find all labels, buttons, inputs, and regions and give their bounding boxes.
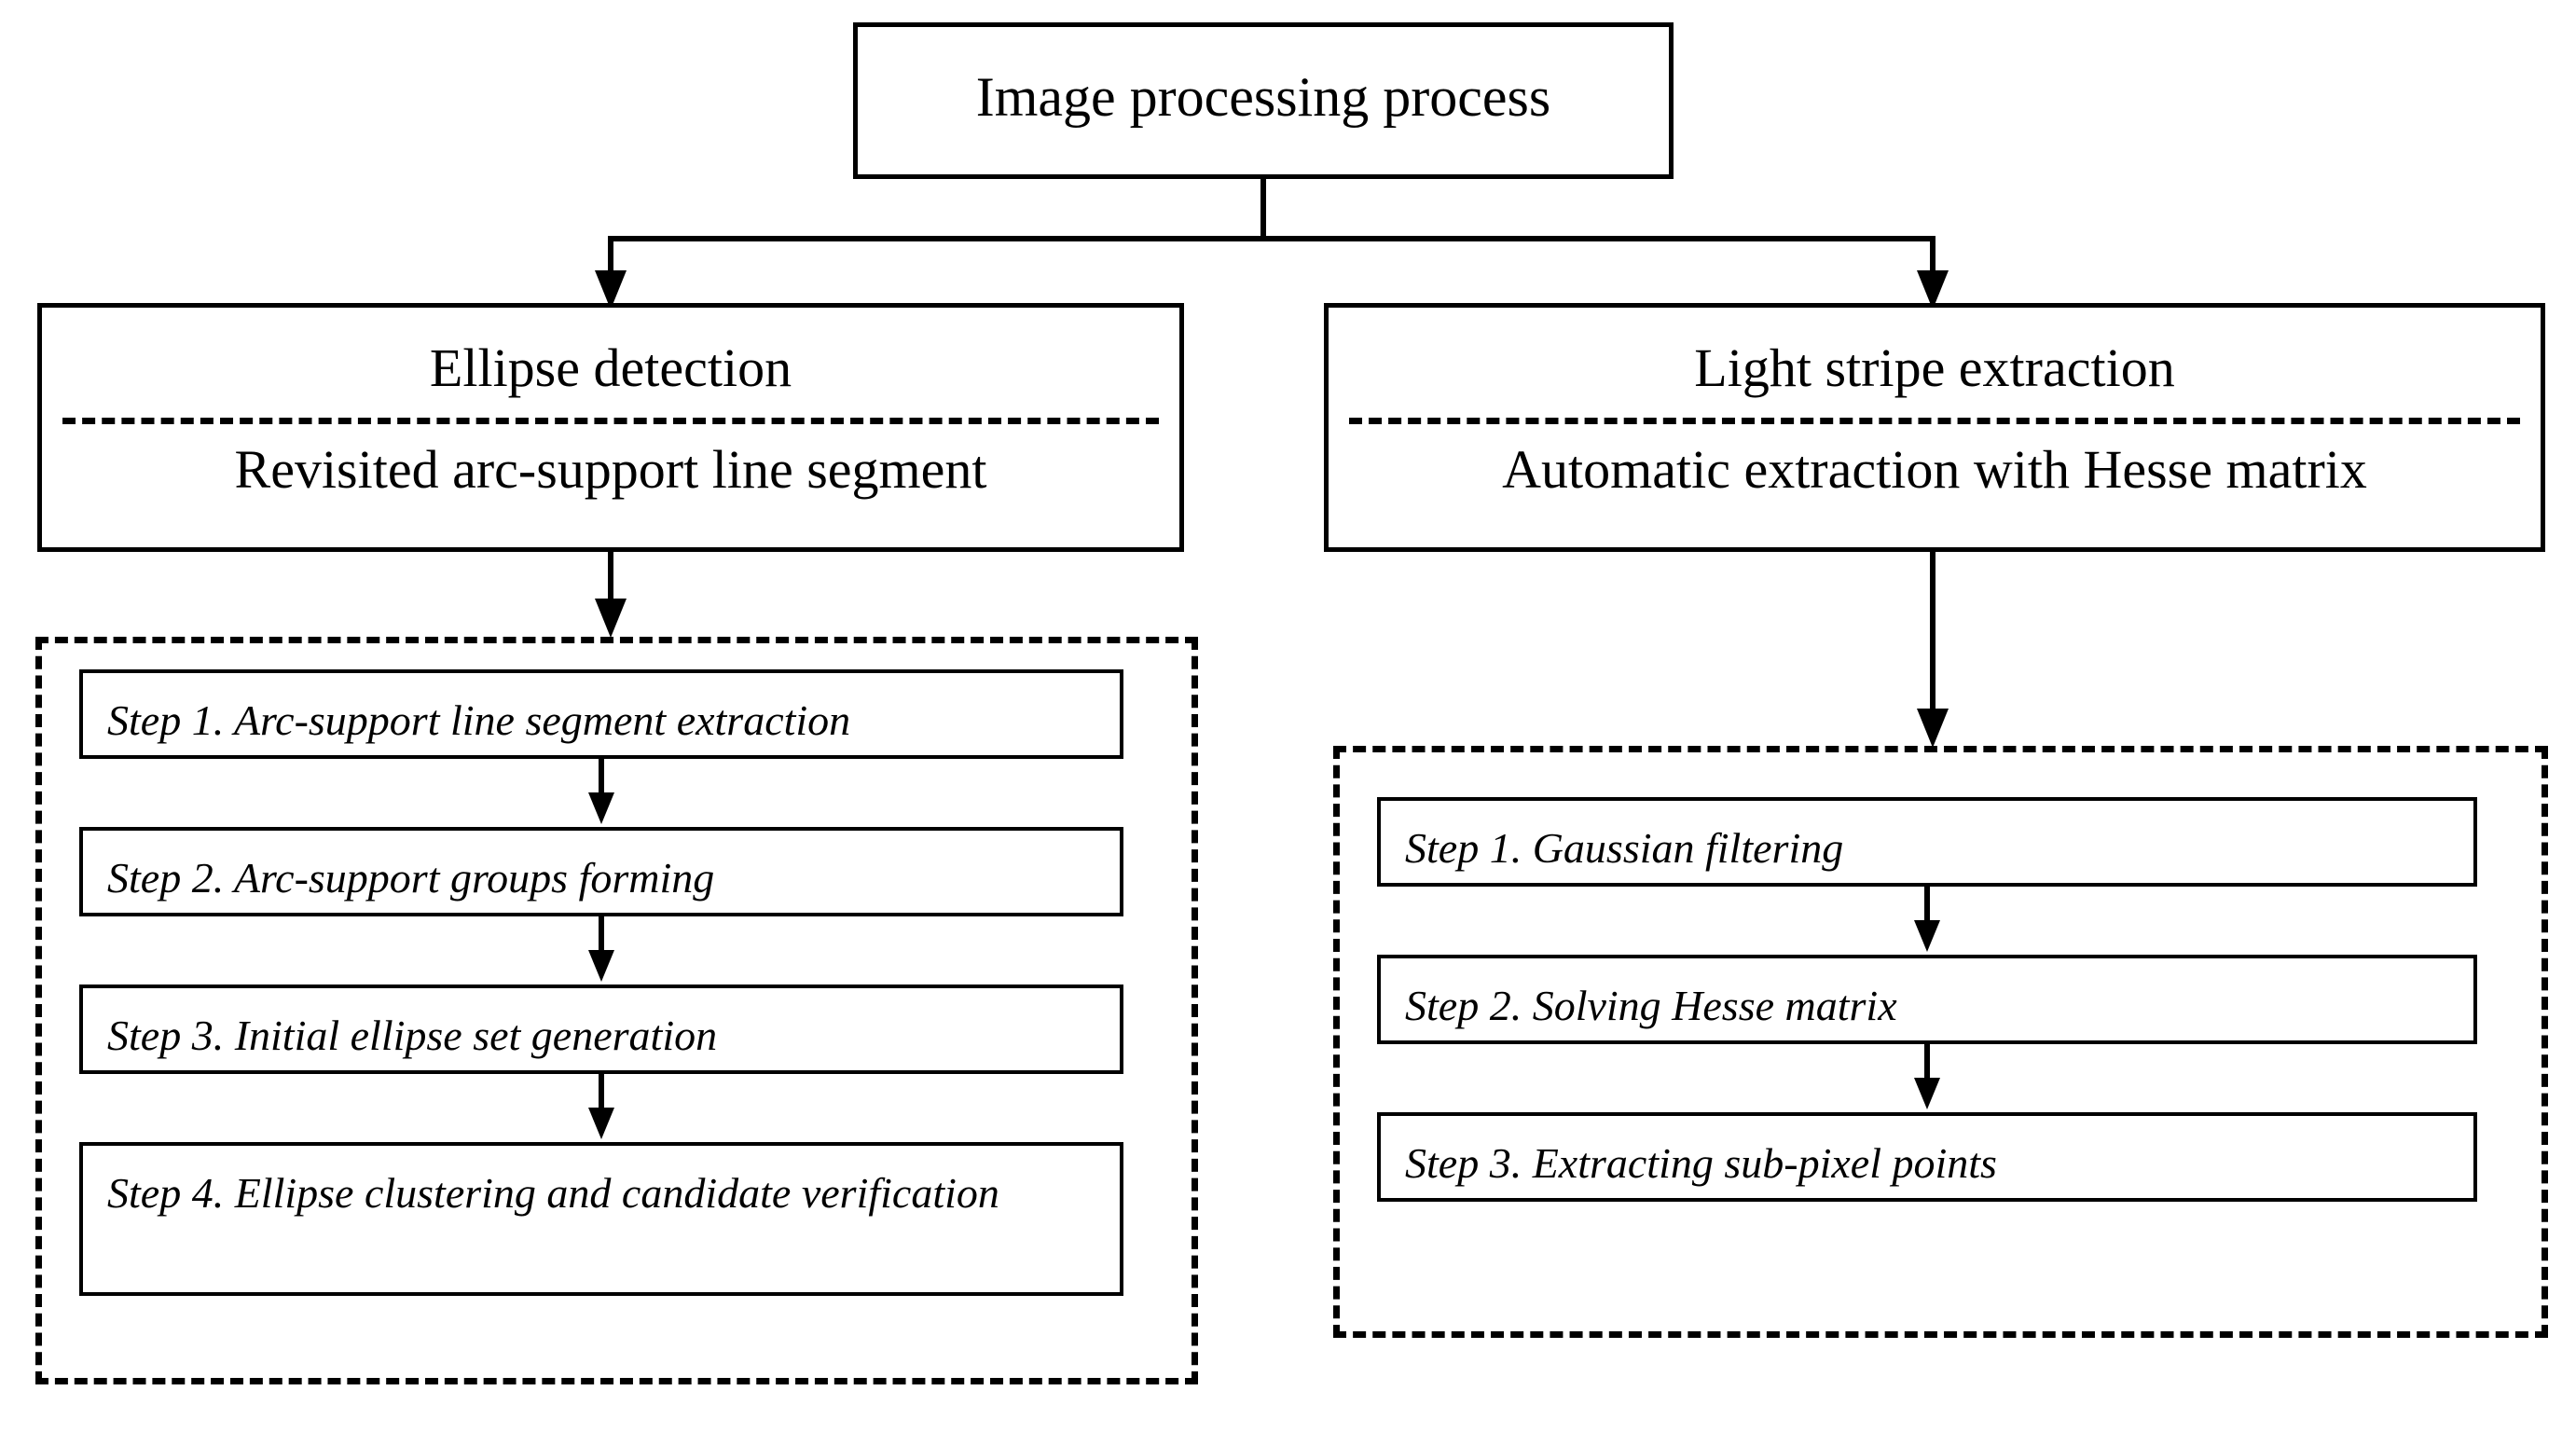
step-group-ellipse-detection: Step 1. Arc-support line segment extract…	[35, 637, 1198, 1384]
branch-divider-right	[1349, 418, 2520, 424]
step-label-right-3: Step 3. Extracting sub-pixel points	[1405, 1139, 1997, 1187]
connector-right-branch-to-steps	[1930, 552, 1935, 715]
connector-left-step-3-4	[599, 1074, 604, 1115]
connector-right-step-2-3	[1924, 1044, 1930, 1085]
branch-header-light-stripe-extraction: Light stripe extraction Automatic extrac…	[1324, 303, 2545, 552]
branch-header-ellipse-detection: Ellipse detection Revisited arc-support …	[37, 303, 1184, 552]
arrow-head-left-step-3	[588, 950, 614, 982]
step-label-left-2: Step 2. Arc-support groups forming	[107, 854, 715, 902]
branch-title-light-stripe-extraction: Light stripe extraction	[1694, 337, 2175, 398]
branch-title-ellipse-detection: Ellipse detection	[429, 337, 792, 398]
root-node-image-processing-process: Image processing process	[853, 22, 1674, 179]
step-box-left-1: Step 1. Arc-support line segment extract…	[79, 669, 1123, 759]
branch-subtitle-light-stripe-extraction: Automatic extraction with Hesse matrix	[1502, 439, 2367, 500]
connector-left-step-2-3	[599, 916, 604, 957]
arrow-head-left-steps	[595, 599, 627, 638]
connector-split-bar	[608, 236, 1935, 241]
connector-right-step-1-2	[1924, 887, 1930, 928]
step-box-right-1: Step 1. Gaussian filtering	[1377, 797, 2477, 887]
arrow-head-right-step-2	[1914, 920, 1940, 952]
step-box-right-3: Step 3. Extracting sub-pixel points	[1377, 1112, 2477, 1202]
root-node-label: Image processing process	[975, 66, 1551, 128]
arrow-head-left-step-2	[588, 792, 614, 824]
branch-subtitle-ellipse-detection: Revisited arc-support line segment	[234, 439, 987, 500]
arrow-head-left-step-4	[588, 1108, 614, 1139]
branch-divider-left	[62, 418, 1159, 424]
step-box-left-4: Step 4. Ellipse clustering and candidate…	[79, 1142, 1123, 1296]
step-box-right-2: Step 2. Solving Hesse matrix	[1377, 955, 2477, 1044]
connector-left-step-1-2	[599, 759, 604, 800]
step-group-light-stripe-extraction: Step 1. Gaussian filtering Step 2. Solvi…	[1333, 746, 2548, 1338]
connector-to-left-branch	[608, 236, 613, 279]
arrow-head-right-step-3	[1914, 1078, 1940, 1109]
step-box-left-2: Step 2. Arc-support groups forming	[79, 827, 1123, 916]
arrow-head-right-steps	[1917, 709, 1949, 748]
step-label-left-1: Step 1. Arc-support line segment extract…	[107, 696, 851, 744]
connector-to-right-branch	[1930, 236, 1935, 279]
step-label-right-1: Step 1. Gaussian filtering	[1405, 824, 1844, 872]
connector-left-branch-to-steps	[608, 552, 613, 606]
step-label-left-4: Step 4. Ellipse clustering and candidate…	[107, 1169, 999, 1217]
connector-root-stem	[1260, 179, 1266, 241]
step-box-left-3: Step 3. Initial ellipse set generation	[79, 984, 1123, 1074]
step-label-right-2: Step 2. Solving Hesse matrix	[1405, 982, 1897, 1029]
step-label-left-3: Step 3. Initial ellipse set generation	[107, 1012, 718, 1059]
